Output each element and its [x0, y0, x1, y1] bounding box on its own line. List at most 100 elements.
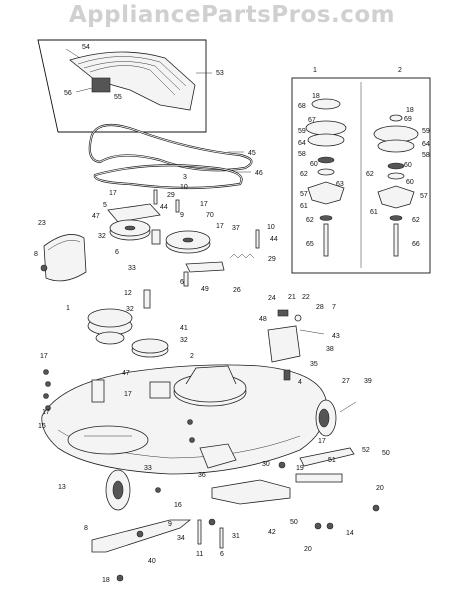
part-label-10: 10	[180, 184, 188, 191]
drive-belts	[88, 123, 253, 190]
part-label-16: 16	[174, 502, 182, 509]
part-label-26: 26	[233, 287, 241, 294]
part-label-21: 21	[288, 294, 296, 301]
part-label-36: 36	[198, 472, 206, 479]
spindle-inset-box	[291, 77, 431, 274]
part-label-r62d: 62	[412, 217, 420, 224]
part-label-29: 29	[167, 192, 175, 199]
part-label-r57b: 57	[420, 193, 428, 200]
anti-scalp-wheel-right	[315, 399, 357, 437]
part-label-51: 51	[328, 457, 336, 464]
part-label-32b: 32	[126, 306, 134, 313]
part-label-r58a: 58	[298, 151, 306, 158]
part-label-27: 27	[342, 378, 350, 385]
part-label-34: 34	[177, 535, 185, 542]
part-label-r60b: 60	[404, 162, 412, 169]
part-label-56: 56	[64, 90, 72, 97]
inset-label-2: 2	[398, 67, 402, 74]
part-label-17g: 17	[318, 438, 326, 445]
part-label-8a: 8	[34, 251, 38, 258]
anti-scalp-wheel-left	[105, 469, 131, 511]
part-label-19: 19	[296, 465, 304, 472]
part-label-52: 52	[362, 447, 370, 454]
part-label-17b: 17	[200, 201, 208, 208]
part-label-r60a: 60	[310, 161, 318, 168]
part-label-10b: 10	[267, 224, 275, 231]
part-label-r62b: 62	[306, 217, 314, 224]
deck-spindles	[87, 289, 169, 358]
part-label-54: 54	[82, 44, 90, 51]
part-label-32a: 32	[98, 233, 106, 240]
part-label-20b: 20	[304, 546, 312, 553]
part-label-r61a: 61	[300, 203, 308, 210]
part-label-8b: 8	[84, 525, 88, 532]
part-label-4: 4	[298, 379, 302, 386]
part-label-46: 46	[255, 170, 263, 177]
hardware-fasteners	[43, 189, 380, 582]
part-label-38: 38	[326, 346, 334, 353]
part-label-r62c: 62	[366, 171, 374, 178]
part-label-r59b: 59	[422, 128, 430, 135]
part-label-r62a: 62	[300, 171, 308, 178]
part-label-42: 42	[268, 529, 276, 536]
part-label-53: 53	[216, 70, 224, 77]
part-label-14: 14	[346, 530, 354, 537]
part-label-1: 1	[66, 305, 70, 312]
part-label-39: 39	[364, 378, 372, 385]
part-label-41: 41	[180, 325, 188, 332]
part-label-r61b: 61	[370, 209, 378, 216]
part-label-r59a: 59	[298, 128, 306, 135]
part-label-18: 18	[102, 577, 110, 584]
part-label-r66: 66	[412, 241, 420, 248]
part-label-24: 24	[268, 295, 276, 302]
part-label-23: 23	[38, 220, 46, 227]
part-label-12: 12	[124, 290, 132, 297]
part-number-labels: 54 53 56 55 45 46 1 2 18 68 67 59 64 58 …	[34, 44, 430, 584]
part-label-70: 70	[206, 212, 214, 219]
belt-cover-assembly	[37, 39, 212, 133]
part-label-33a: 33	[128, 265, 136, 272]
part-label-17a: 17	[109, 190, 117, 197]
mower-blade	[91, 519, 192, 553]
part-label-29b: 29	[268, 256, 276, 263]
part-label-11: 11	[196, 551, 203, 558]
part-label-50a: 50	[382, 450, 390, 457]
part-label-6c: 6	[220, 551, 224, 558]
part-label-r60c: 60	[406, 179, 414, 186]
part-label-r57a: 57	[300, 191, 308, 198]
part-label-17c: 17	[216, 223, 224, 230]
part-label-r64a: 64	[298, 140, 306, 147]
part-label-55: 55	[114, 94, 122, 101]
part-label-28: 28	[316, 304, 324, 311]
inset-label-1: 1	[313, 67, 317, 74]
part-label-5: 5	[103, 202, 107, 209]
part-label-37: 37	[232, 225, 240, 232]
upper-pulley-assembly	[107, 203, 255, 287]
part-label-48: 48	[259, 316, 267, 323]
part-label-r67: 67	[308, 117, 316, 124]
part-label-17e: 17	[124, 391, 132, 398]
part-label-47a: 47	[92, 213, 100, 220]
part-label-44b: 44	[270, 236, 278, 243]
mower-deck	[41, 364, 327, 475]
part-label-r64b: 64	[422, 141, 430, 148]
part-label-r69: 69	[404, 116, 412, 123]
discharge-guard	[40, 234, 87, 282]
part-label-17d: 17	[40, 353, 48, 360]
part-label-r63: 63	[336, 181, 344, 188]
part-label-13: 13	[58, 484, 66, 491]
part-label-44a: 44	[160, 204, 168, 211]
part-label-47b: 47	[122, 370, 130, 377]
watermark-text: AppliancePartsPros.com	[68, 2, 396, 28]
part-label-35: 35	[310, 361, 318, 368]
part-label-3: 3	[183, 174, 187, 181]
part-label-r18a: 18	[312, 93, 320, 100]
part-label-43: 43	[332, 333, 340, 340]
part-label-r18b: 18	[406, 107, 414, 114]
part-label-32c: 32	[180, 337, 188, 344]
part-label-22: 22	[302, 294, 310, 301]
lift-bracket	[267, 309, 325, 381]
part-label-r65: 65	[306, 241, 314, 248]
part-label-9: 9	[180, 212, 184, 219]
